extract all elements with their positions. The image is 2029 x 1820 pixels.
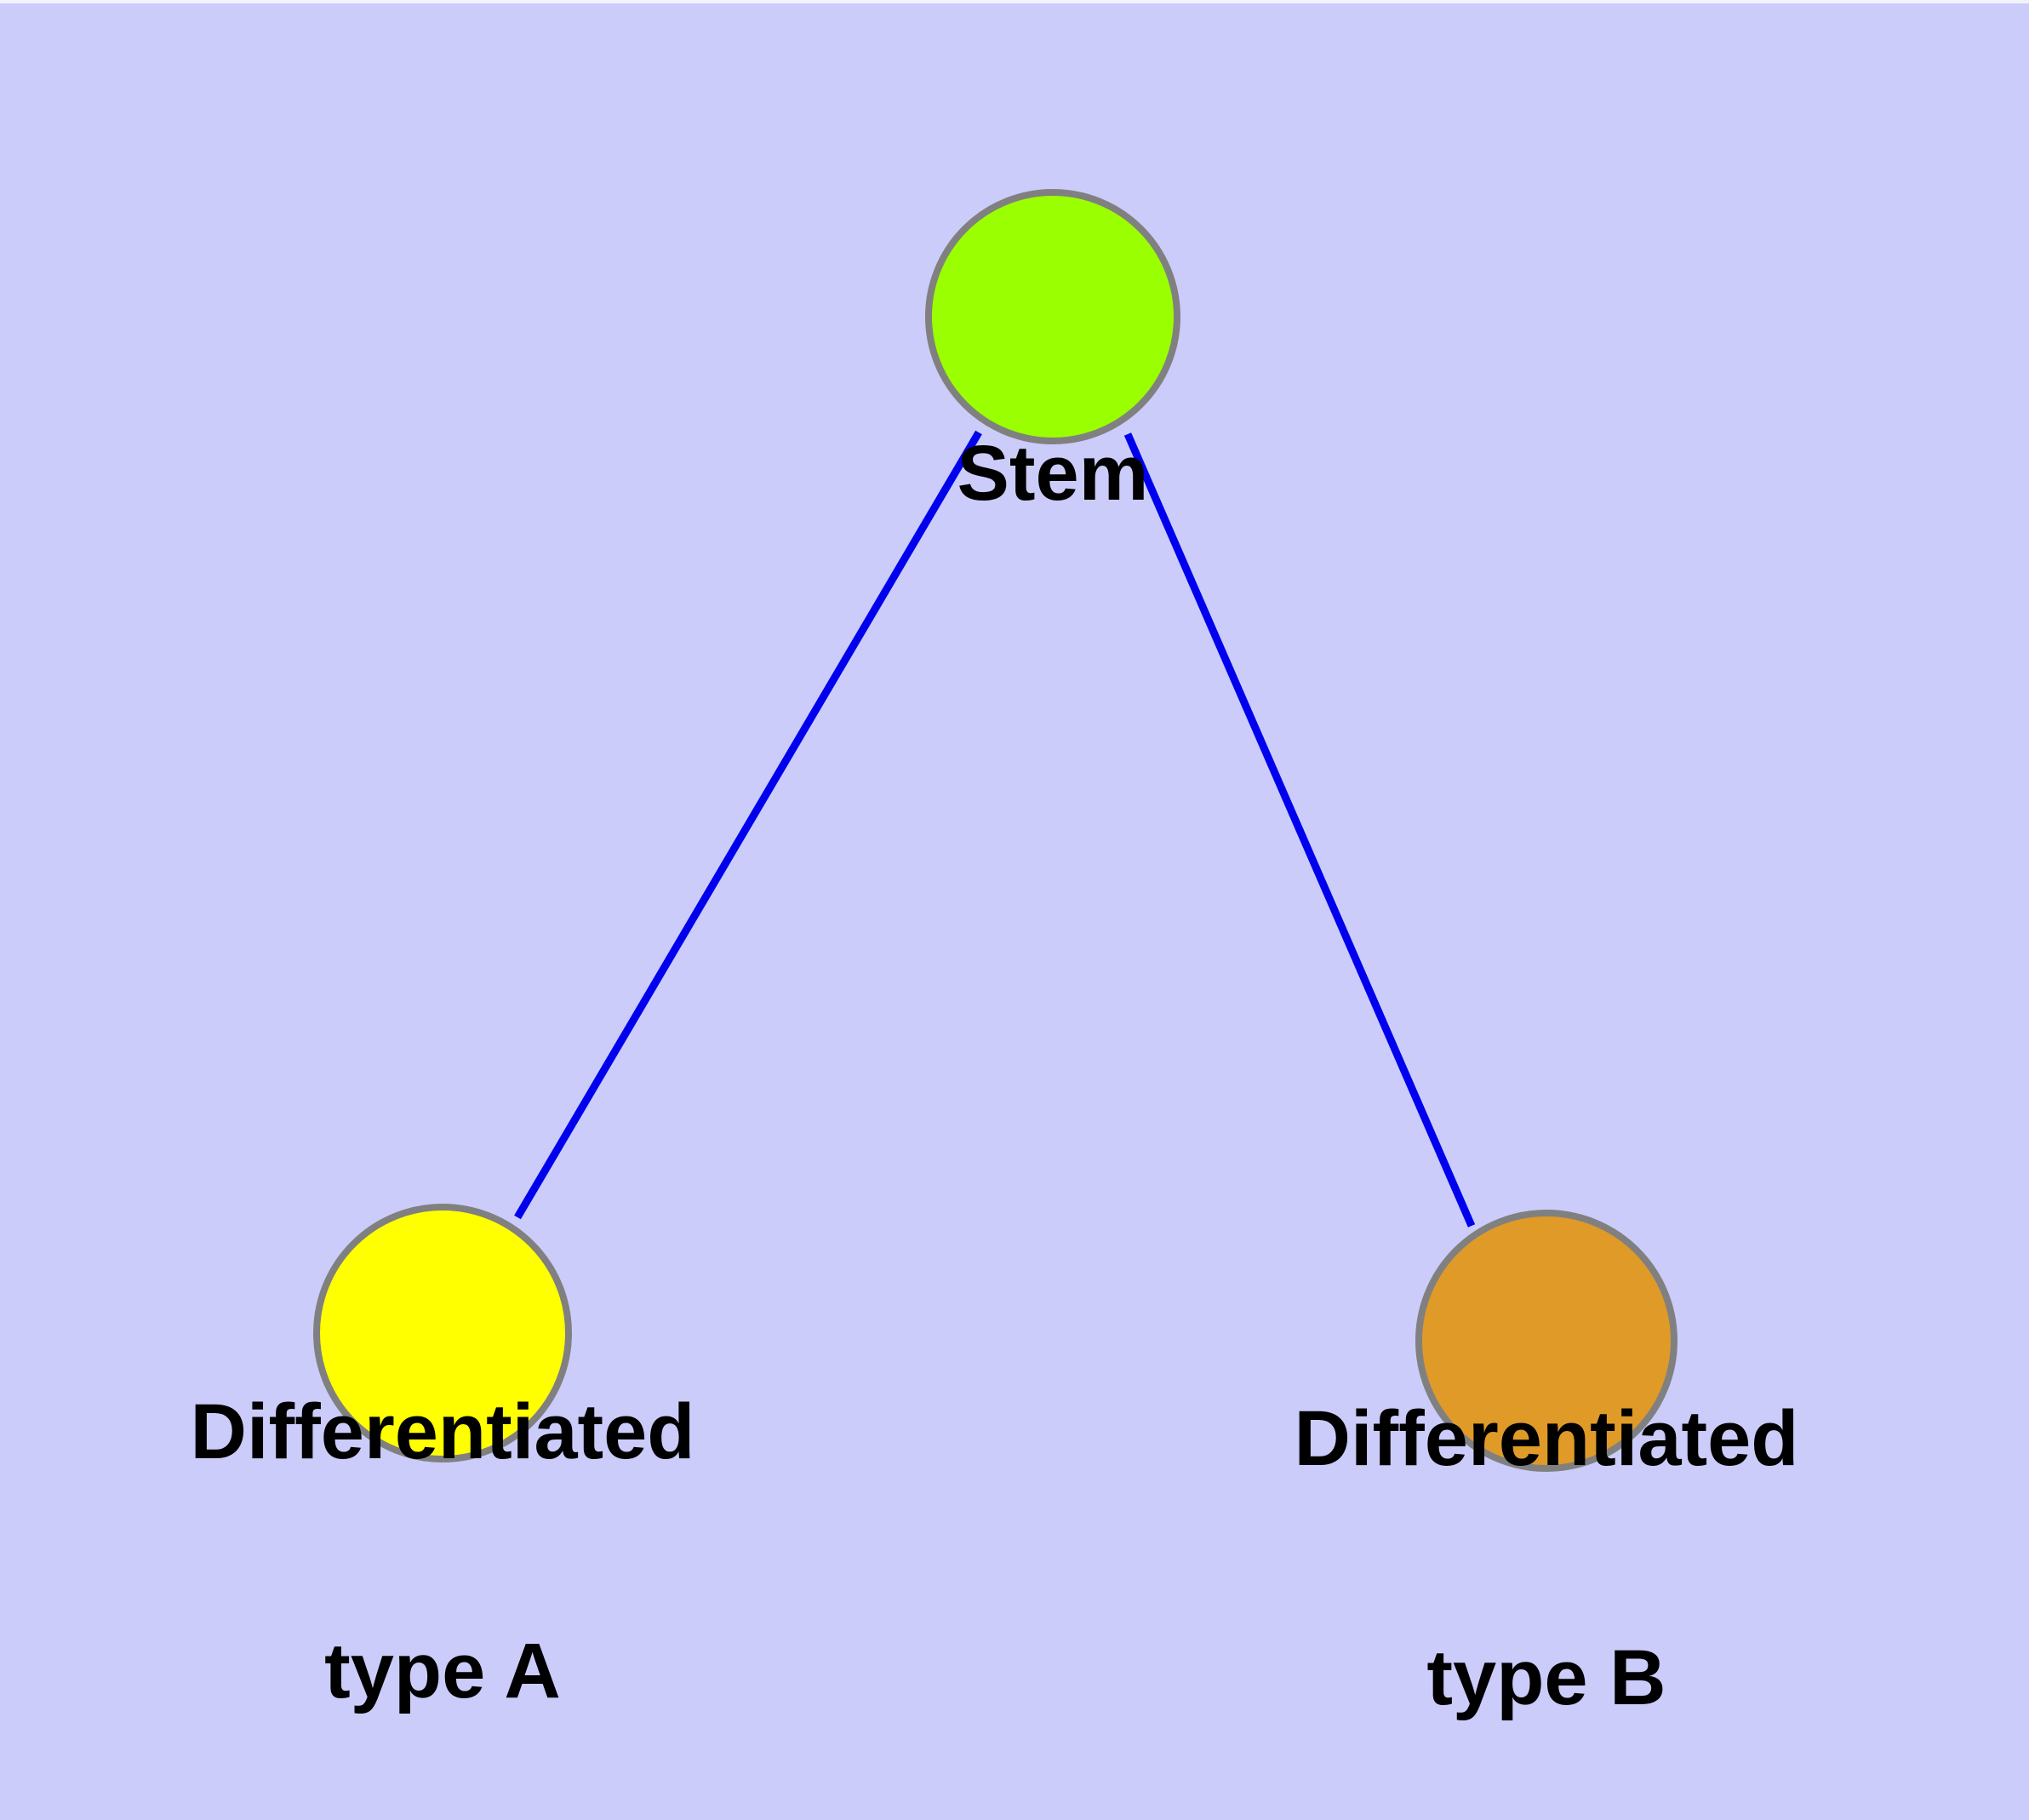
canvas-top-border [0, 0, 2029, 3]
edge-stem-to-diff-b[interactable] [1123, 432, 1476, 1228]
node-differentiated-type-b[interactable] [1415, 1210, 1677, 1472]
node-layer [313, 189, 1677, 1472]
node-differentiated-type-a[interactable] [313, 1204, 572, 1462]
edge-layer [514, 430, 1476, 1228]
edge-stem-to-diff-a[interactable] [514, 430, 982, 1220]
node-stem[interactable] [925, 189, 1180, 444]
